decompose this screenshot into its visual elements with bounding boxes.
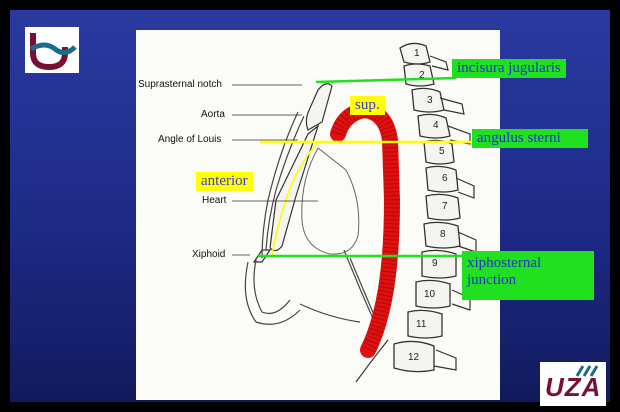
vertebra-number: 8 bbox=[440, 229, 446, 240]
spine bbox=[394, 43, 460, 371]
sternum bbox=[254, 84, 332, 262]
vertebra-number: 12 bbox=[408, 352, 419, 363]
vertebra-number: 2 bbox=[419, 70, 425, 81]
incisura-marker-line bbox=[316, 78, 456, 82]
vertebra-number: 4 bbox=[433, 120, 439, 131]
angulus-sterni-label: angulus sterni bbox=[472, 129, 588, 148]
suprasternal-notch-label: Suprasternal notch bbox=[138, 79, 222, 90]
uza-logo: UZA bbox=[540, 362, 606, 406]
heart-label: Heart bbox=[202, 195, 226, 206]
anterior-label: anterior bbox=[196, 172, 253, 191]
vertebra-number: 3 bbox=[427, 95, 433, 106]
vertebra-number: 7 bbox=[442, 201, 448, 212]
xiphosternal-line2: junction bbox=[467, 272, 589, 289]
xiphoid-label: Xiphoid bbox=[192, 249, 225, 260]
vertebra-number: 1 bbox=[414, 48, 420, 59]
incisura-jugularis-label: incisura jugularis bbox=[452, 59, 566, 78]
aorta bbox=[338, 110, 392, 350]
vertebra-number: 6 bbox=[442, 173, 448, 184]
uza-logo-text: UZA bbox=[545, 372, 601, 403]
xiphosternal-line1: xiphosternal bbox=[467, 255, 589, 272]
xiphosternal-junction-label: xiphosternal junction bbox=[462, 251, 594, 300]
vertebra-number: 10 bbox=[424, 289, 435, 300]
vertebra-9 bbox=[422, 250, 456, 278]
angle-of-louis-label: Angle of Louis bbox=[158, 134, 221, 145]
vertebra-number: 11 bbox=[416, 319, 426, 330]
vertebra-number: 5 bbox=[439, 146, 445, 157]
aorta-label: Aorta bbox=[201, 109, 225, 120]
vertebra-number: 9 bbox=[432, 258, 438, 269]
sup-label: sup. bbox=[350, 96, 385, 115]
